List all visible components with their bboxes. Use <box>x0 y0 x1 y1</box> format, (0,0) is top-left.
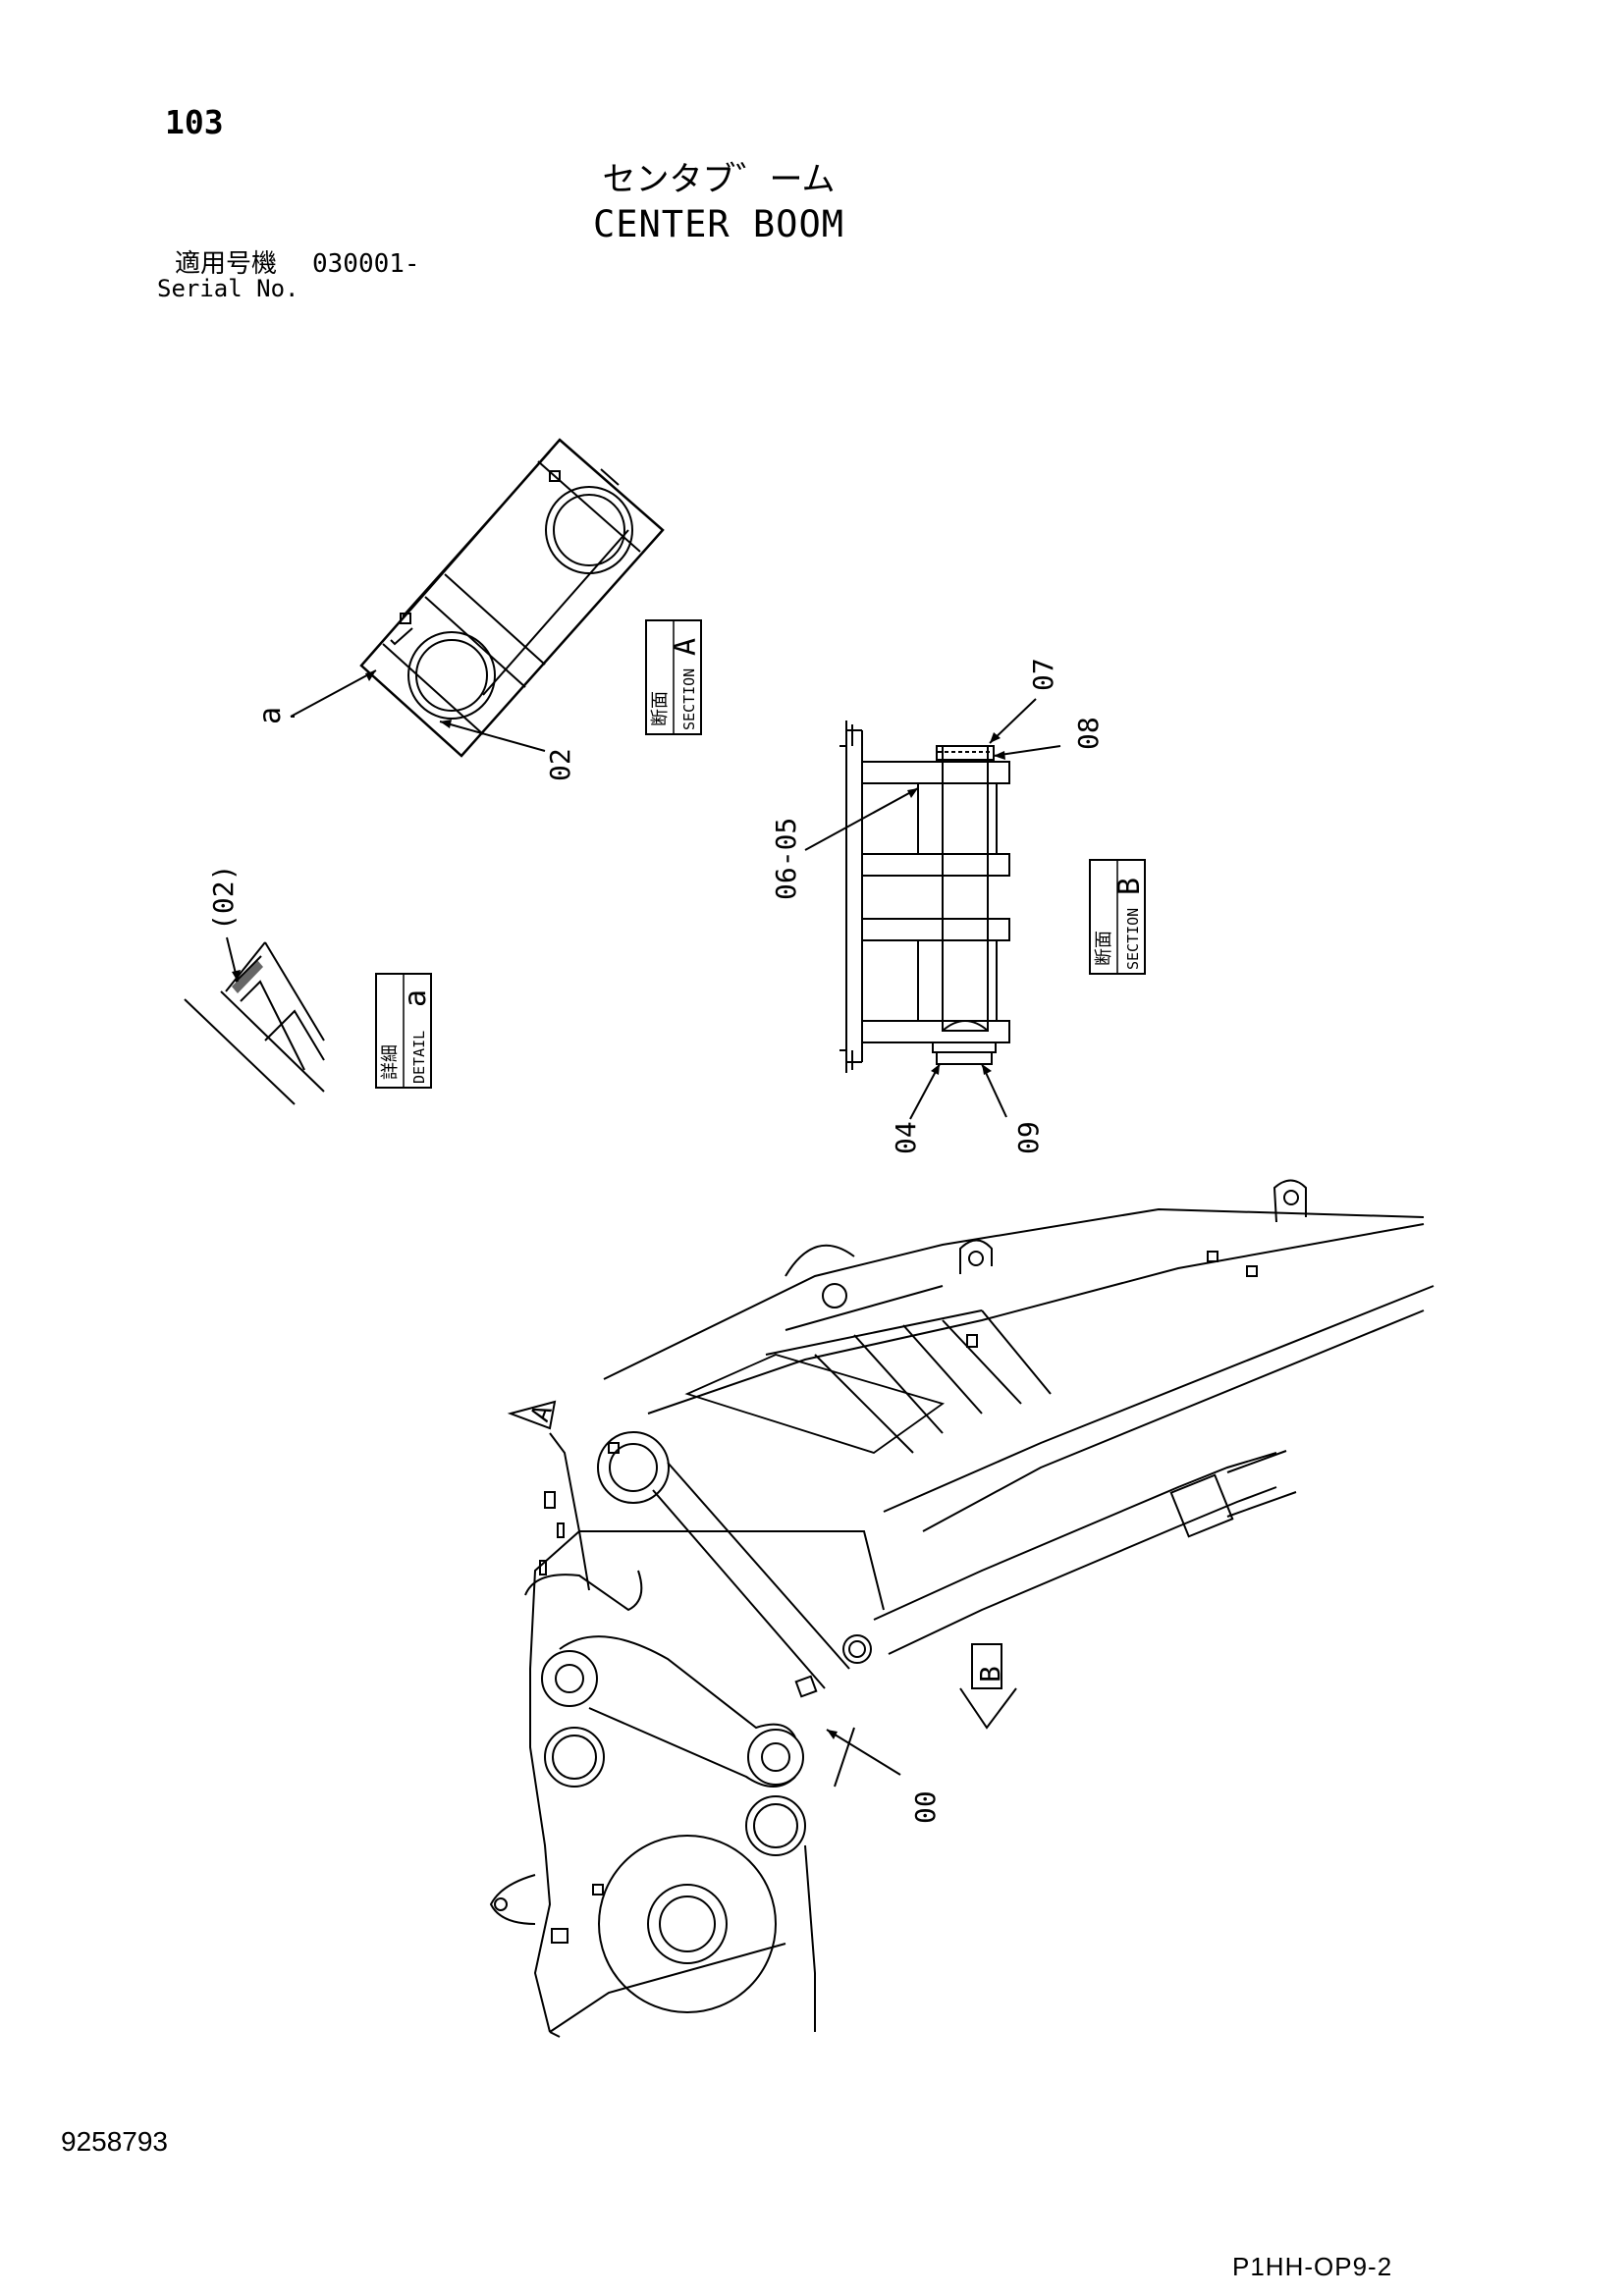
callout-02: 02 <box>544 748 576 781</box>
svg-text:DETAIL: DETAIL <box>410 1031 428 1084</box>
section-a-view <box>359 438 665 758</box>
page-title: CENTER BOOM <box>592 203 845 245</box>
view-arrow-b: B <box>959 1643 1017 1730</box>
svg-text:断面: 断面 <box>1094 931 1114 966</box>
svg-text:B: B <box>974 1666 1006 1682</box>
detail-a-view <box>184 941 325 1105</box>
title-japanese: センタブ゛ーム <box>602 160 836 199</box>
document-code: P1HH-OP9-2 <box>1232 2252 1393 2281</box>
svg-text:SECTION: SECTION <box>680 668 698 730</box>
serial-label: Serial No. <box>157 275 299 302</box>
document-number: 9258793 <box>61 2126 169 2157</box>
detail-a-label: 詳細 DETAIL a <box>375 973 433 1089</box>
page-number: 103 <box>165 103 224 141</box>
svg-text:B: B <box>1112 878 1147 895</box>
callout-02-paren: (02) <box>207 865 240 931</box>
callout-07: 07 <box>1027 658 1059 691</box>
svg-text:a: a <box>399 989 433 1007</box>
callout-a: a <box>253 707 288 724</box>
serial-value: 030001- <box>312 249 420 279</box>
callout-09: 09 <box>1012 1121 1045 1154</box>
callout-08: 08 <box>1072 717 1105 750</box>
svg-text:A: A <box>669 638 703 656</box>
section-b-label: 断面 SECTION B <box>1089 859 1147 975</box>
section-b-view <box>839 721 1010 1073</box>
svg-text:SECTION: SECTION <box>1124 908 1142 970</box>
serial-label-japanese: 適用号機 <box>175 249 278 279</box>
section-a-label: 断面 SECTION A <box>645 619 703 735</box>
svg-text:断面: 断面 <box>650 691 671 726</box>
callout-04: 04 <box>890 1121 922 1154</box>
center-boom-assembly <box>489 1179 1435 2038</box>
callout-00: 00 <box>909 1790 942 1824</box>
svg-text:詳細: 詳細 <box>380 1044 401 1080</box>
callout-06-05: 06-05 <box>770 818 802 900</box>
